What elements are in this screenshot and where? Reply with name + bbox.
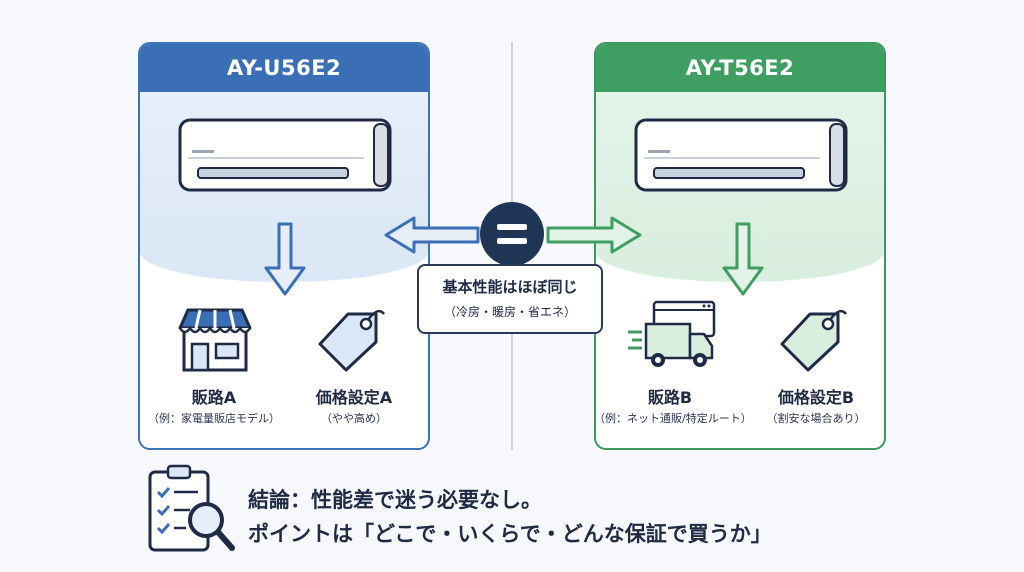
price-tag-icon: [780, 309, 847, 372]
store-icon: [178, 308, 252, 372]
model-panel-right: AY-T56E2 販路B （例：ネット通販/特定ルート） 価格設定B （割安な場…: [594, 42, 886, 450]
air-conditioner-icon: [634, 118, 848, 192]
equal-icon: [480, 202, 544, 266]
channel-note-right: （例：ネット通販/特定ルート）: [594, 412, 752, 425]
model-panel-left: AY-U56E2 販路A （例：家電量販店モデル） 価格設定A （やや高め）: [138, 42, 430, 450]
price-note-right: （割安な場合あり）: [766, 412, 866, 425]
air-conditioner-icon: [178, 118, 392, 192]
price-label-left: 価格設定A: [315, 388, 393, 407]
channel-label-left: 販路A: [191, 388, 237, 407]
price-note-left: （やや高め）: [321, 412, 387, 425]
conclusion-line-2: ポイントは「どこで・いくらで・どんな保証で買うか」: [248, 522, 772, 546]
down-arrow-icon: [722, 222, 764, 296]
right-arrow-icon: [546, 216, 642, 254]
model-name-left: AY-U56E2: [140, 44, 428, 92]
delivery-truck-icon: [628, 300, 716, 367]
performance-box: 基本性能はほぼ同じ （冷房・暖房・省エネ）: [417, 264, 603, 334]
price-tag-icon: [318, 309, 385, 372]
channel-label-right: 販路B: [647, 388, 693, 407]
conclusion-line-1: 結論：性能差で迷う必要なし。: [248, 488, 542, 512]
model-name-right: AY-T56E2: [596, 44, 884, 92]
performance-title: 基本性能はほぼ同じ: [442, 278, 578, 296]
left-arrow-icon: [384, 216, 480, 254]
performance-subtitle: （冷房・暖房・省エネ）: [443, 305, 576, 319]
channel-note-left: （例：家電量販店モデル）: [148, 412, 280, 425]
price-label-right: 価格設定B: [777, 388, 855, 407]
checklist-magnifier-icon: [148, 464, 235, 552]
down-arrow-icon: [264, 222, 306, 296]
